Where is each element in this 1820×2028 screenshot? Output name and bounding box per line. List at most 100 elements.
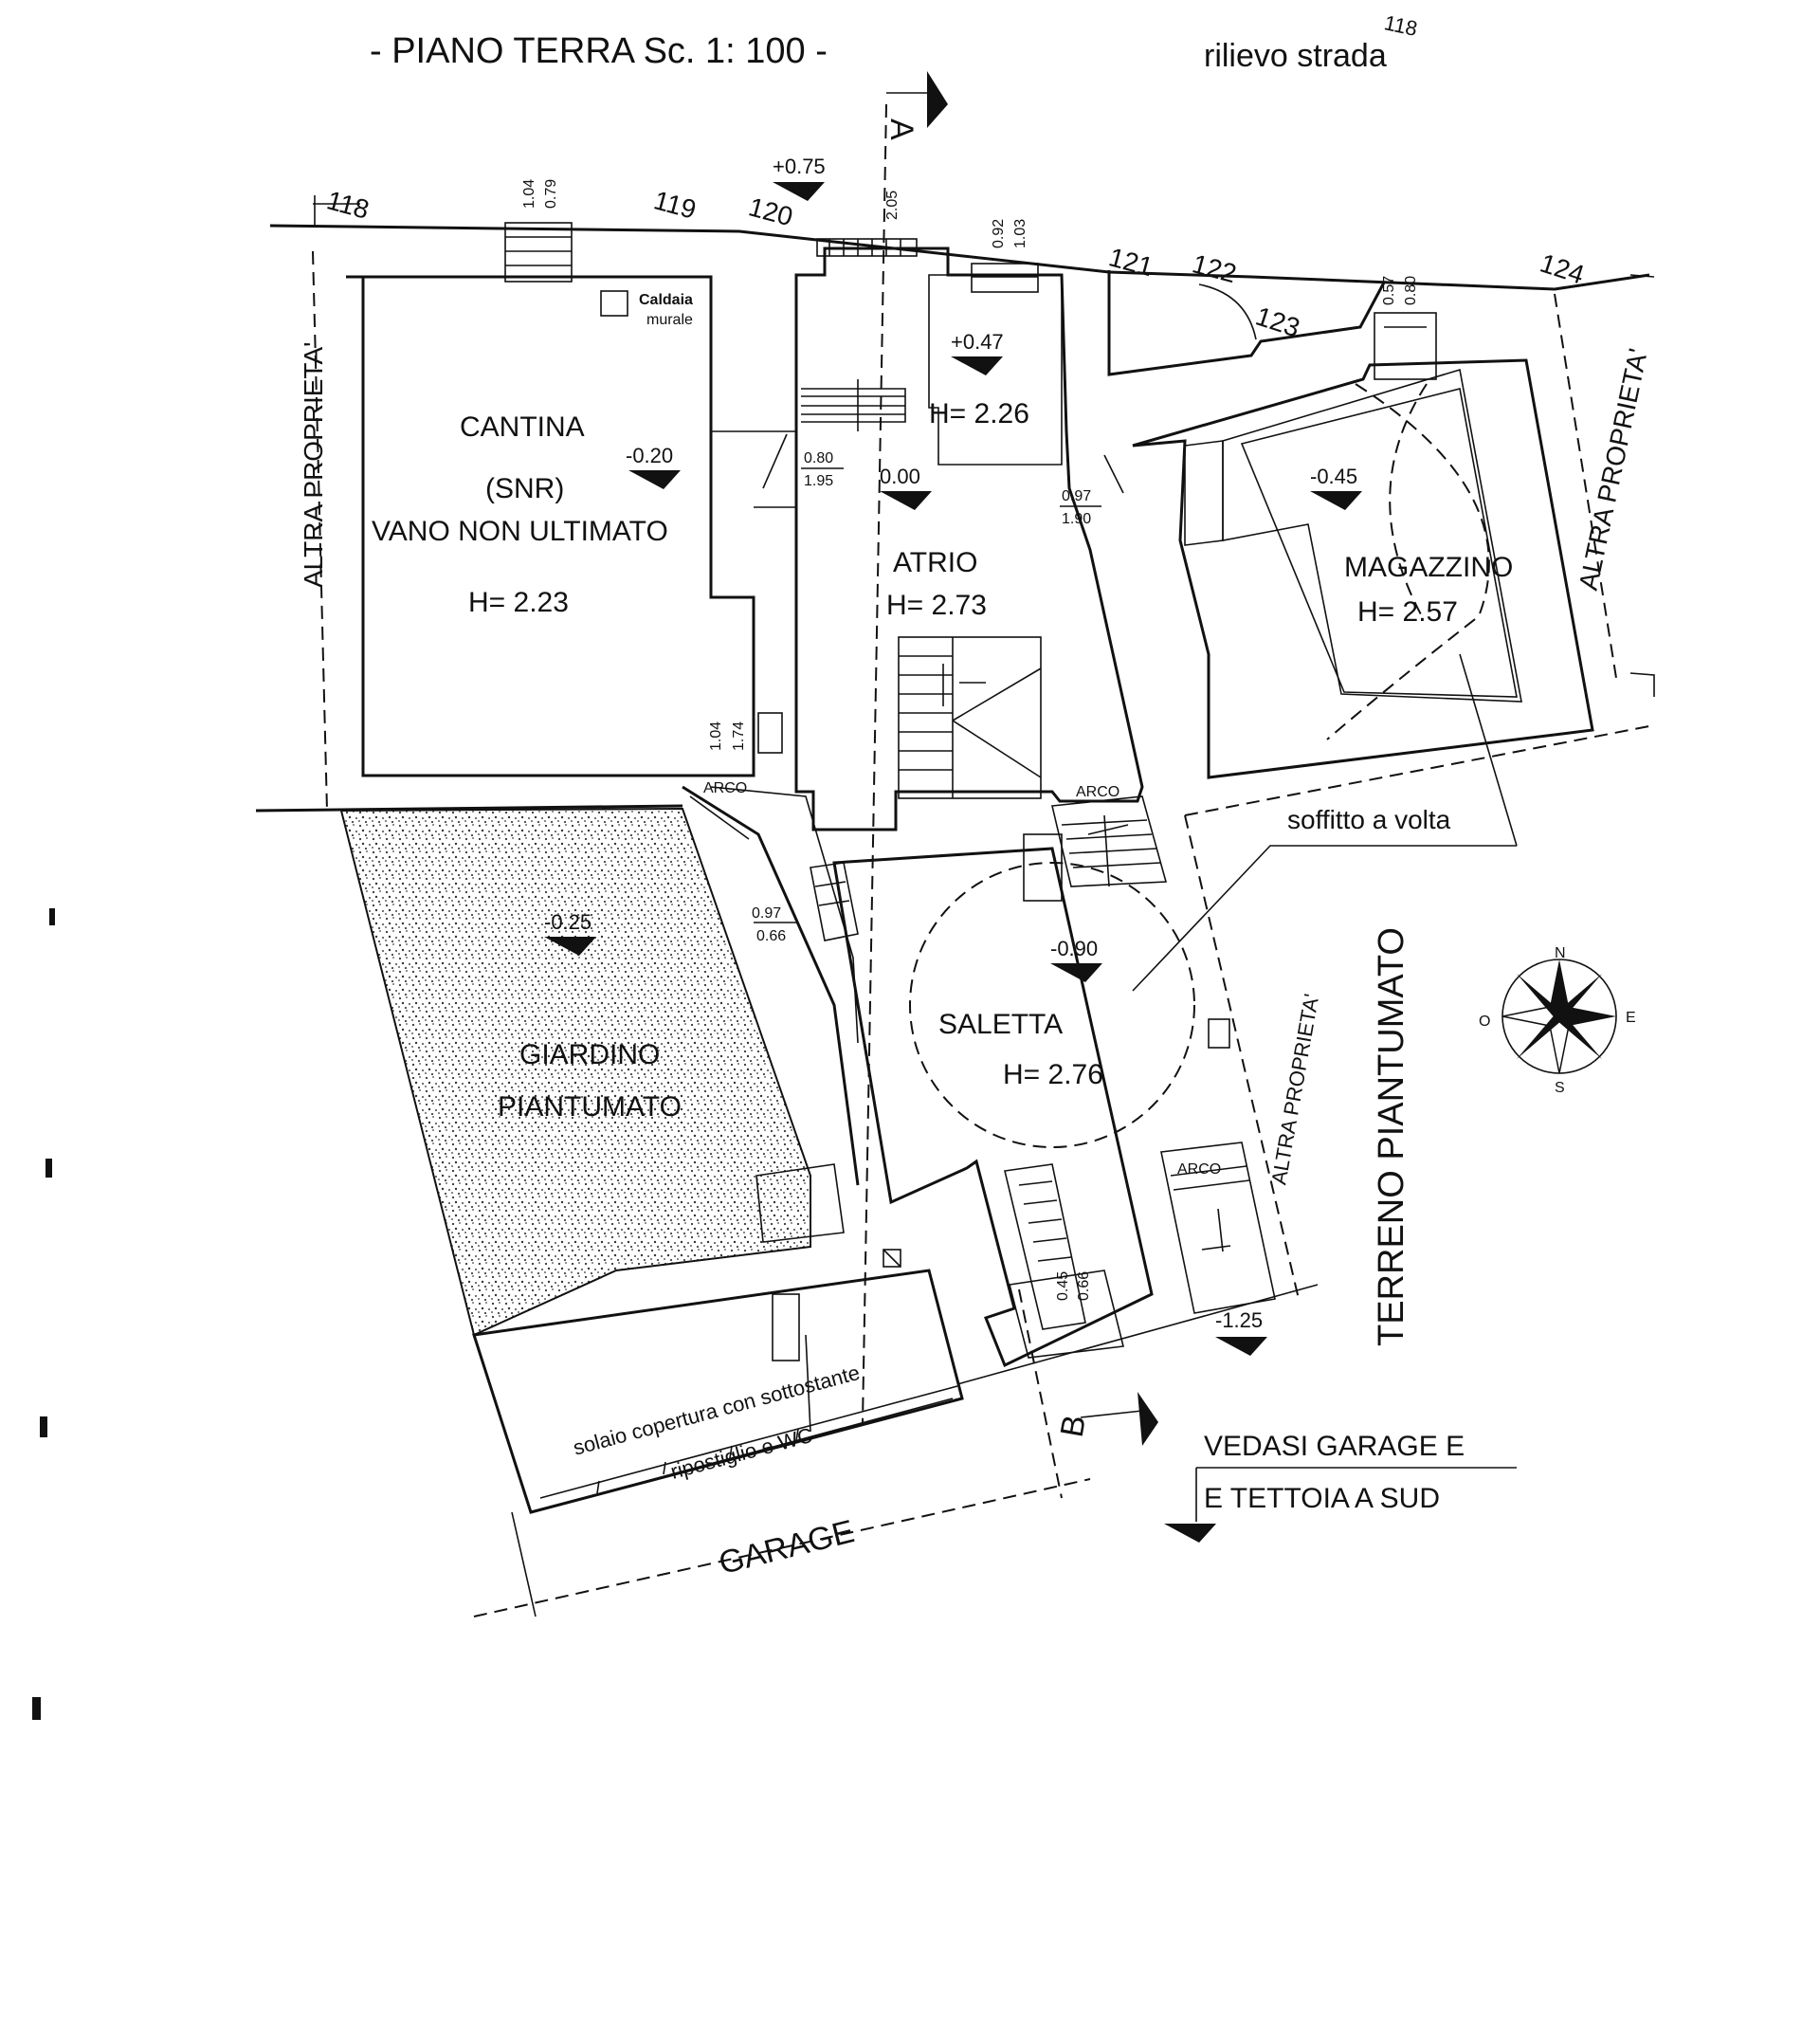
solaio-label-1: solaio copertura con sottostante	[571, 1361, 863, 1460]
door-dim-5a: 0.45	[1055, 1271, 1071, 1301]
garden-level-marker	[544, 937, 596, 956]
atrio-name: ATRIO	[893, 547, 977, 578]
magazzino-walls	[1132, 358, 1594, 779]
section-a-label: A	[883, 119, 919, 140]
upper-level-marker	[951, 356, 1003, 375]
street-number-118: 118	[324, 185, 373, 224]
compass-s: S	[1555, 1080, 1565, 1096]
atrio-level-marker	[880, 491, 932, 510]
street-number-120: 120	[746, 192, 796, 231]
garden-area	[339, 807, 811, 1337]
saletta-level: -0.90	[1050, 937, 1098, 960]
terrain-label: TERRENO PIANTUMATO	[1372, 927, 1411, 1346]
street-number-119: 119	[651, 185, 700, 224]
atrio-level: 0.00	[880, 465, 920, 488]
upper-height: H= 2.26	[929, 398, 1029, 429]
saletta-level-marker	[1050, 963, 1102, 982]
section-line-a	[862, 103, 887, 1423]
window-dim-4a: 0.57	[1381, 276, 1397, 305]
magazzino-outer	[1107, 270, 1386, 376]
garden-level: -0.25	[544, 910, 592, 934]
door-dim-1b: 1.95	[804, 473, 833, 489]
vedasi-level-marker	[1164, 1524, 1216, 1543]
compass	[1502, 959, 1617, 1074]
street-number-124: 124	[1537, 248, 1588, 290]
arco-label-3: ARCO	[703, 780, 747, 796]
boiler-box	[600, 290, 628, 317]
boiler-label-1: Caldaia	[639, 292, 693, 308]
door-dim-1a: 0.80	[804, 450, 833, 466]
upper-room-walls	[928, 274, 1063, 466]
window-dim-1a: 1.04	[521, 179, 537, 209]
cantina-sub: (SNR)	[485, 473, 564, 504]
road-label: rilievo strada	[1204, 38, 1387, 74]
door-dim-4a: 0.97	[752, 905, 781, 922]
vault-annotation: soffitto a volta	[1287, 805, 1451, 834]
arco-label-1: ARCO	[1076, 784, 1119, 800]
margin-mark-1	[49, 908, 55, 925]
margin-mark-3	[40, 1416, 47, 1437]
boundary-mid	[1184, 724, 1655, 816]
cantina-level: -0.20	[626, 444, 673, 467]
magazzino-level-marker	[1310, 491, 1362, 510]
garden-side-wall	[682, 785, 860, 1186]
margin-mark-2	[46, 1159, 52, 1178]
magazzino-level: -0.45	[1310, 465, 1357, 488]
magazzino-height: H= 2.57	[1357, 596, 1458, 628]
atrio-stair	[898, 636, 1042, 799]
street-line	[269, 224, 1650, 291]
cantina-name: CANTINA	[460, 411, 585, 443]
compass-n: N	[1555, 945, 1566, 961]
cantina-walls	[346, 275, 755, 777]
garden-sub: PIANTUMATO	[498, 1091, 682, 1123]
solaio-label-2: ripostiglio e WC	[668, 1423, 815, 1484]
cantina-level-marker	[628, 470, 681, 489]
property-label-right: ALTRA PROPRIETA'	[1574, 346, 1653, 593]
door-dim-3b: 1.74	[731, 722, 747, 751]
south-level-marker	[1215, 1337, 1267, 1356]
window-dim-1b: 0.79	[543, 179, 559, 209]
compass-e: E	[1626, 1010, 1636, 1026]
saletta-walls	[832, 847, 1154, 1368]
magazzino-vault-arc	[1326, 383, 1490, 740]
vedasi-line-2: E TETTOIA A SUD	[1204, 1483, 1440, 1514]
garden-name: GIARDINO	[519, 1039, 660, 1070]
magazzino-name: MAGAZZINO	[1344, 552, 1513, 583]
boundary-left	[312, 250, 328, 812]
door-dim-2b: 1.90	[1062, 511, 1091, 527]
plan-title: - PIANO TERRA Sc. 1: 100 -	[370, 31, 828, 71]
lower-strip	[956, 1284, 1319, 1385]
saletta-name: SALETTA	[938, 1009, 1063, 1040]
compass-o: O	[1479, 1014, 1490, 1030]
window-dim-4b: 0.80	[1403, 276, 1419, 305]
property-label-lower: ALTRA PROPRIETA'	[1266, 992, 1323, 1186]
vault-leader	[1132, 845, 1517, 992]
door-dim-5b: 0.66	[1076, 1271, 1092, 1301]
section-b-arrow	[1138, 1392, 1158, 1446]
boundary-right-lower	[1184, 814, 1300, 1300]
section-a-arrow	[927, 71, 948, 128]
door-dim-3a: 1.04	[708, 722, 724, 751]
arco-label-2: ARCO	[1177, 1161, 1221, 1178]
door-dim-2a: 0.97	[1062, 488, 1091, 504]
upper-level: +0.47	[951, 330, 1004, 354]
solaio-walls	[472, 1269, 964, 1514]
boundary-right-upper	[1554, 293, 1617, 679]
property-label-left: ALTRA PROPRIETA'	[299, 342, 328, 588]
boiler-label-2: murale	[646, 312, 693, 328]
south-level: -1.25	[1215, 1308, 1263, 1332]
atrio-height: H= 2.73	[886, 590, 987, 621]
margin-mark-4	[32, 1697, 41, 1720]
cantina-note: VANO NON ULTIMATO	[372, 516, 668, 547]
window-dim-2: 2.05	[884, 191, 901, 220]
garage-label: GARAGE	[716, 1513, 858, 1581]
section-line-b	[1018, 1288, 1063, 1499]
street-number-121: 121	[1106, 242, 1156, 282]
door-dim-4b: 0.66	[756, 928, 786, 944]
cantina-height: H= 2.23	[468, 587, 569, 618]
road-number: 118	[1382, 10, 1420, 41]
vedasi-line-1: VEDASI GARAGE E	[1204, 1431, 1465, 1462]
saletta-height: H= 2.76	[1003, 1059, 1103, 1090]
saletta-vault	[909, 862, 1195, 1148]
